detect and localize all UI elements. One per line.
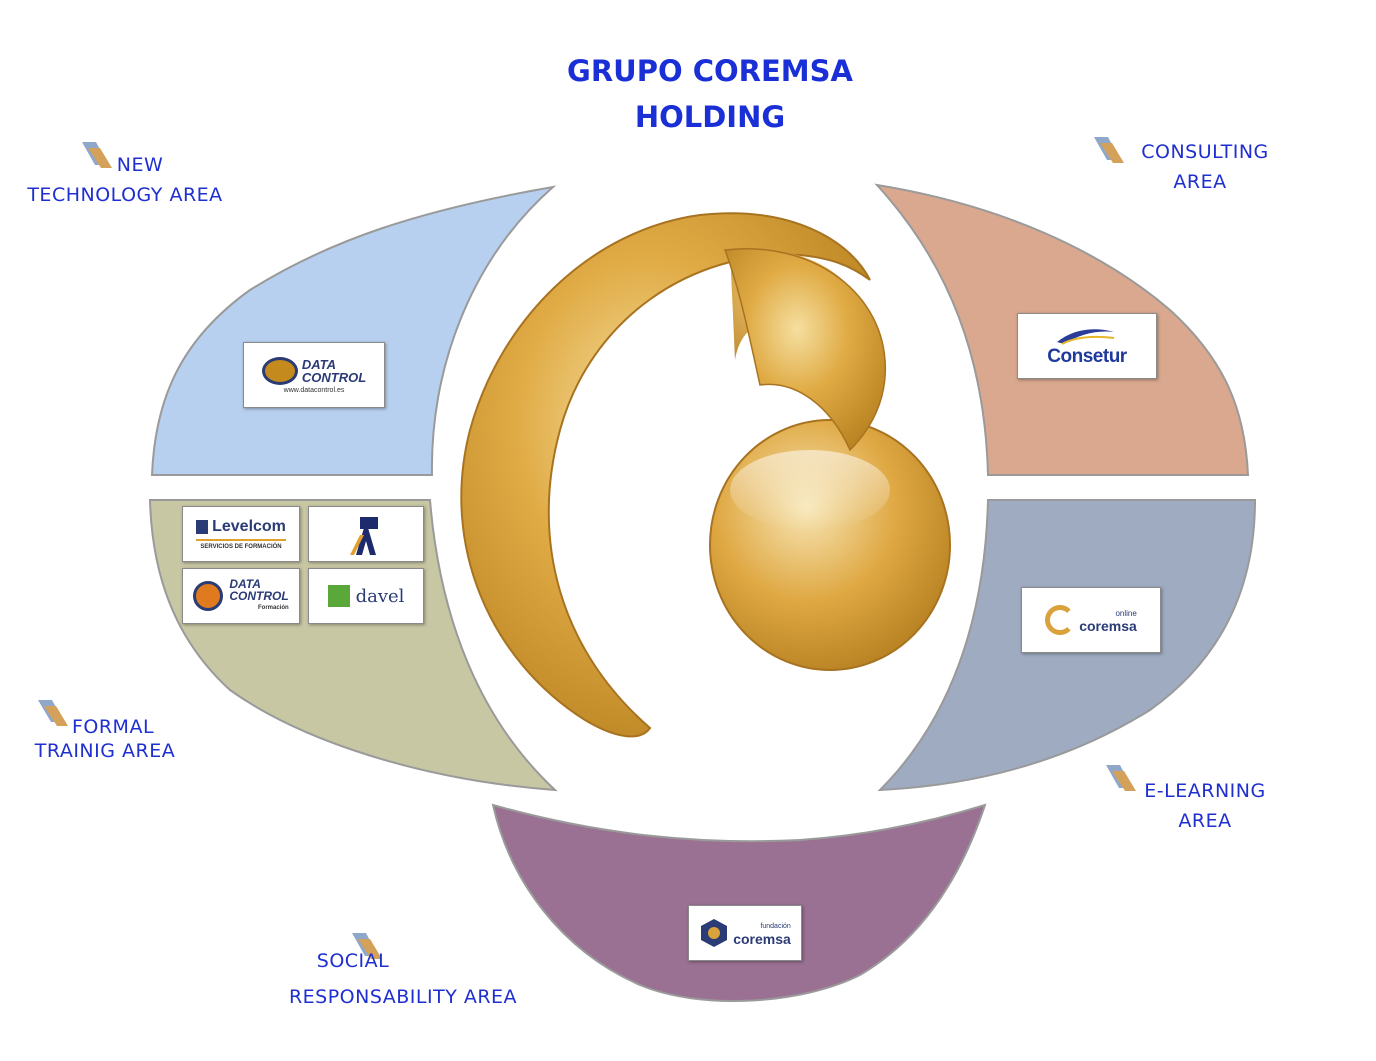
label-line: SOCIAL xyxy=(316,950,390,972)
formal-training-area-label: FORMAL TRAINIG AREA xyxy=(15,712,195,766)
new-technology-area-label: NEW TECHNOLOGY AREA xyxy=(10,150,240,210)
logo-text: CONTROL xyxy=(301,369,367,385)
logo-text: coremsa xyxy=(1079,618,1137,634)
fundacion-hexagon-icon xyxy=(701,919,728,947)
logo-text: DATA xyxy=(301,356,337,372)
label-line: TECHNOLOGY AREA xyxy=(27,184,223,206)
datacontrol-mark-icon xyxy=(193,581,224,611)
coremsa-mark-icon xyxy=(1045,605,1076,635)
consetur-logo[interactable]: Consetur xyxy=(1017,313,1157,379)
consetur-wave-icon xyxy=(1057,329,1115,345)
title-line-2: HOLDING xyxy=(634,100,786,134)
logo-text: davel xyxy=(355,585,405,607)
label-line: AREA xyxy=(1173,171,1227,193)
fundacion-coremsa-logo[interactable]: fundación coremsa xyxy=(688,905,802,961)
coremsa-online-logo[interactable]: online coremsa xyxy=(1021,587,1161,653)
marker-icon xyxy=(1094,137,1124,163)
marker-icon xyxy=(82,142,112,168)
levelcom-mark-icon xyxy=(196,520,209,534)
label-line: RESPONSABILITY AREA xyxy=(288,986,518,1008)
marker-icon xyxy=(38,700,68,726)
divider xyxy=(196,539,286,541)
davel-logo[interactable]: davel xyxy=(308,568,424,624)
logo-text: DATA xyxy=(229,577,261,591)
label-line: TRAINIG AREA xyxy=(34,740,176,762)
logo-url: www.datacontrol.es xyxy=(283,386,345,394)
consulting-area-label: CONSULTING AREA xyxy=(1110,137,1290,197)
logo-sub: Formación xyxy=(257,605,289,611)
label-line: E-LEARNING xyxy=(1144,780,1266,802)
davel-mark-icon xyxy=(327,585,350,607)
title-line-1: GRUPO COREMSA xyxy=(567,54,853,88)
logo-text: Consetur xyxy=(1047,346,1127,367)
cecur-mark-icon xyxy=(350,517,378,555)
label-line: FORMAL xyxy=(71,716,155,738)
logo-text: Levelcom xyxy=(212,518,286,535)
marker-icon xyxy=(1106,765,1136,791)
label-line: AREA xyxy=(1178,810,1232,832)
logo-small: online xyxy=(1115,609,1137,618)
logo-text: coremsa xyxy=(733,931,791,947)
marker-icon xyxy=(352,933,382,959)
datacontrol-formacion-logo[interactable]: DATA CONTROL Formación xyxy=(182,568,300,624)
page-title: GRUPO COREMSA HOLDING xyxy=(480,48,940,140)
datacontrol-logo[interactable]: DATA CONTROL www.datacontrol.es xyxy=(243,342,385,408)
social-area-segment xyxy=(491,803,987,1003)
label-line: NEW xyxy=(116,154,164,176)
coremsa-emblem xyxy=(460,212,951,738)
social-area-label: SOCIAL RESPONSABILITY AREA xyxy=(268,946,538,1012)
e-learning-area-label: E-LEARNING AREA xyxy=(1120,776,1290,836)
datacontrol-mark-icon xyxy=(261,356,298,385)
logo-small: fundación xyxy=(760,923,791,930)
cecur-logo[interactable] xyxy=(308,506,424,562)
label-line: CONSULTING xyxy=(1141,141,1269,163)
logo-sub: SERVICIOS DE FORMACIÓN xyxy=(200,544,282,550)
levelcom-logo[interactable]: Levelcom SERVICIOS DE FORMACIÓN xyxy=(182,506,300,562)
logo-text: CONTROL xyxy=(229,589,289,603)
